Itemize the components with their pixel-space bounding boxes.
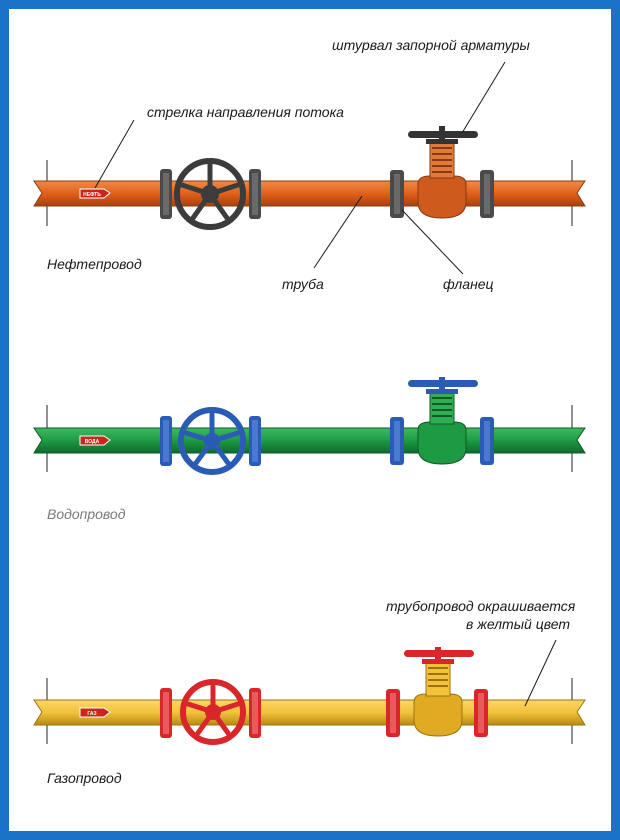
label-flange: фланец [443, 276, 494, 292]
water-flow-arrow-text: ВОДА [85, 439, 100, 445]
oil-pipe [33, 180, 586, 207]
gas-handwheel [180, 679, 246, 745]
leader-pipe [313, 195, 363, 269]
oil-valve-body [417, 175, 467, 219]
gas-pipe [33, 699, 586, 726]
leader-lines [94, 61, 557, 707]
oil-flow-arrow-text: НЕФТЬ [83, 192, 101, 198]
oil-handwheel-bar [408, 131, 478, 138]
label-pipeline-gas: Газопровод [47, 770, 122, 786]
label-color-note-line1: трубопровод окрашивается [386, 598, 576, 614]
gas-flow-arrow-text: ГАЗ [87, 711, 96, 717]
leader-handwheel [461, 61, 506, 134]
oil-flow-arrow [79, 188, 111, 199]
water-flow-arrow [79, 435, 111, 446]
gas-valve-body [413, 693, 463, 737]
water-pipeline: ВОДА [33, 377, 586, 475]
water-handwheel-bar [408, 380, 478, 387]
leader-flange [401, 209, 464, 275]
gas-handwheel-bar [404, 650, 474, 657]
gas-flow-arrow [79, 707, 111, 718]
oil-handwheel [174, 158, 246, 230]
label-flow-arrow: стрелка направления потока [147, 104, 344, 120]
label-pipeline-oil: Нефтепровод [47, 256, 142, 272]
label-pipe: труба [282, 276, 324, 292]
label-valve-handwheel: штурвал запорной арматуры [332, 37, 530, 53]
diagram-frame [9, 9, 611, 831]
leader-color-note [524, 639, 557, 707]
label-color-note-line2: в желтый цвет [466, 616, 570, 632]
water-handwheel [178, 407, 246, 475]
oil-pipeline: НЕФТЬ [33, 126, 586, 230]
leader-flow-arrow [94, 119, 135, 189]
gas-pipeline: ГАЗ [33, 647, 586, 745]
water-valve-body [417, 421, 467, 465]
water-pipe [33, 427, 586, 454]
label-pipeline-water: Водопровод [47, 506, 126, 522]
